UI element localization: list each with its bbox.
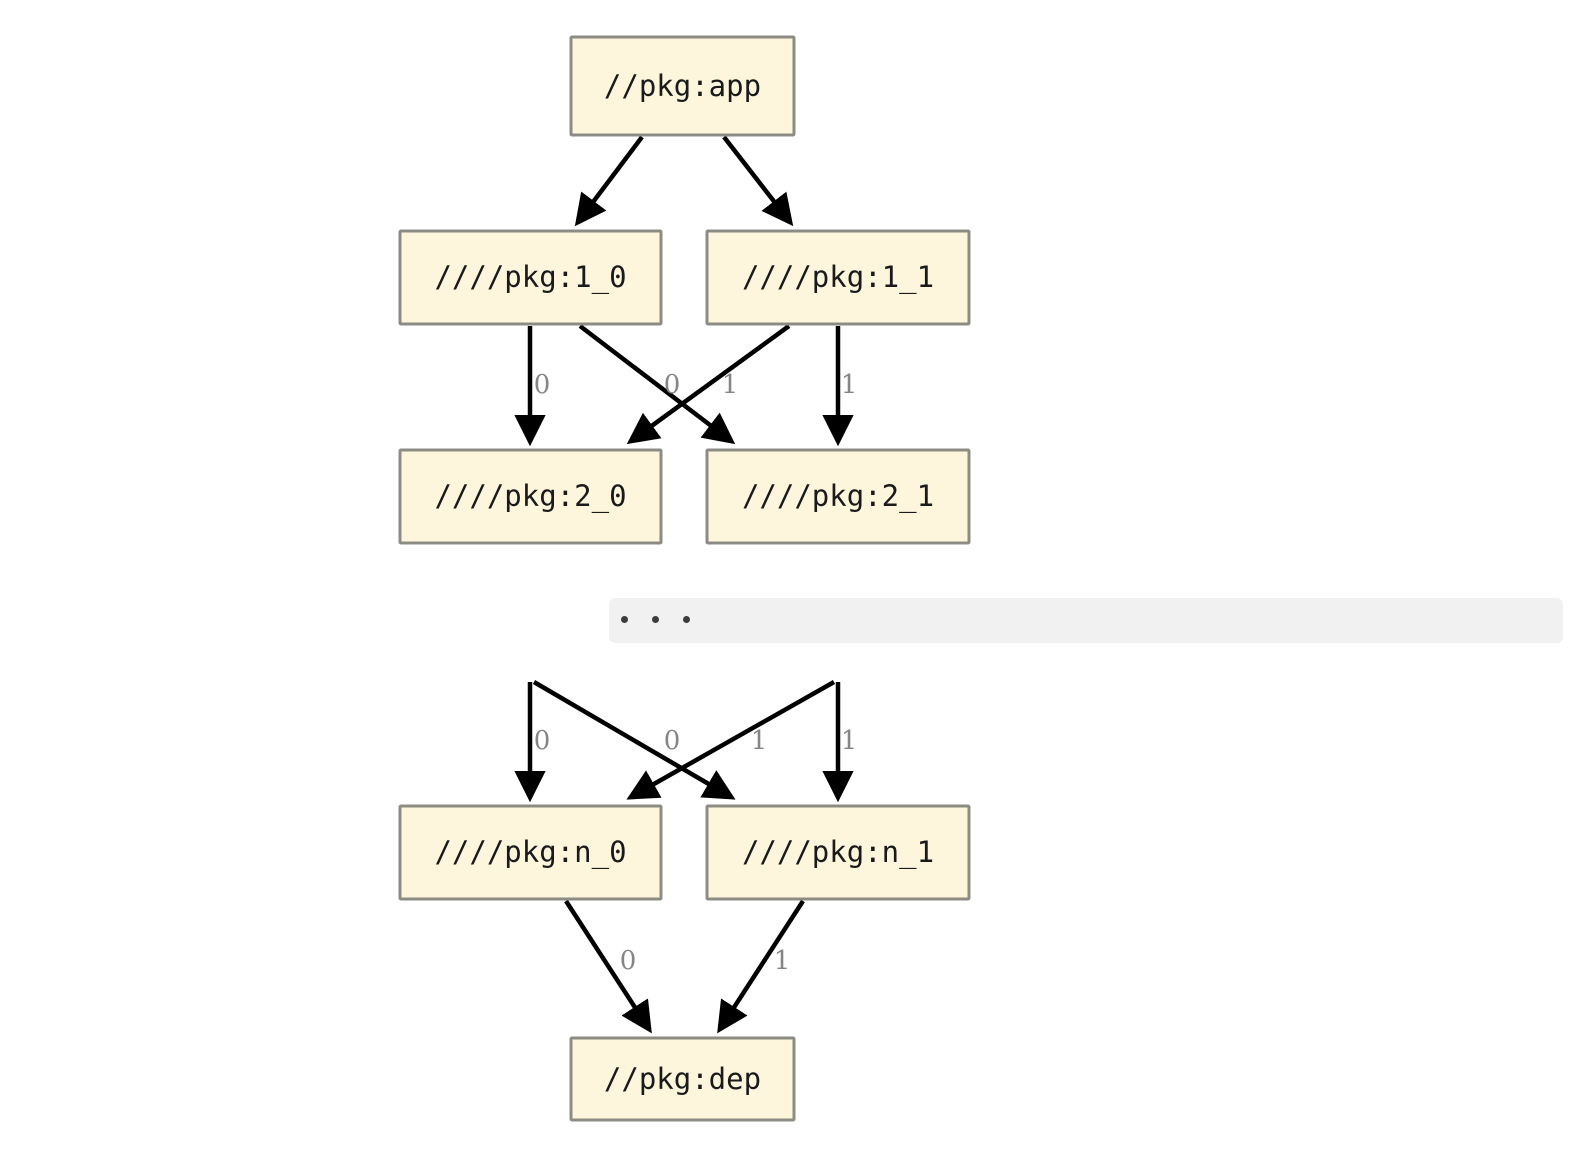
node-app[interactable]: //pkg:app xyxy=(569,35,796,137)
edge-label-1_1-2_1: 1 xyxy=(841,370,858,400)
ellipsis-dot-1 xyxy=(621,616,628,623)
ellipsis-dots xyxy=(621,616,690,623)
node-dep-label: //pkg:dep xyxy=(604,1062,761,1096)
node-n_1-box[interactable] xyxy=(705,804,971,901)
node-n_1[interactable]: ////pkg:n_1 xyxy=(705,804,971,901)
edge-label-hidden_1-n_1: 1 xyxy=(841,726,858,756)
edge-label-hidden_1-n_0: 1 xyxy=(751,726,768,756)
edge-app-to-1_1 xyxy=(722,135,794,227)
node-2_1[interactable]: ////pkg:2_1 xyxy=(705,448,971,545)
edge-label-1_1-2_0: 1 xyxy=(722,370,739,400)
node-n_0-label: ////pkg:n_0 xyxy=(434,835,626,870)
edge-group xyxy=(514,135,854,1034)
node-dep[interactable]: //pkg:dep xyxy=(569,1036,796,1122)
node-1_0-label: ////pkg:1_0 xyxy=(434,260,626,295)
node-1_0[interactable]: ////pkg:1_0 xyxy=(398,229,663,326)
node-1_1[interactable]: ////pkg:1_1 xyxy=(705,229,971,326)
node-app-label: //pkg:app xyxy=(604,69,761,103)
node-app-box[interactable] xyxy=(569,35,796,137)
node-2_0[interactable]: ////pkg:2_0 xyxy=(398,448,663,545)
edge-label-group: 0 0 1 1 0 0 1 1 0 1 xyxy=(534,370,858,976)
node-2_1-box[interactable] xyxy=(705,448,971,545)
node-2_0-label: ////pkg:2_0 xyxy=(434,479,626,514)
ellipsis-dot-2 xyxy=(652,616,659,623)
node-2_1-label: ////pkg:2_1 xyxy=(742,479,934,514)
edge-app-to-1_0 xyxy=(574,135,644,227)
edge-label-n_1-dep: 1 xyxy=(774,946,791,976)
edge-n_0-to-dep xyxy=(564,899,652,1034)
edge-1_0-to-2_1 xyxy=(578,324,736,445)
edge-label-n_0-dep: 0 xyxy=(620,946,637,976)
edge-label-1_0-2_1: 0 xyxy=(664,370,681,400)
node-group: //pkg:app ////pkg:1_0 ////pkg:1_1 ////pk… xyxy=(398,35,971,1122)
edge-n_1-to-dep xyxy=(717,899,805,1034)
edge-hidden_1-to-n_0 xyxy=(626,680,836,800)
edge-hidden_0-to-n_1 xyxy=(532,680,736,800)
edge-label-hidden_0-n_0: 0 xyxy=(534,726,551,756)
node-n_0[interactable]: ////pkg:n_0 xyxy=(398,804,663,901)
edge-1_1-to-2_0 xyxy=(626,324,791,445)
node-dep-box[interactable] xyxy=(569,1036,796,1122)
ellipsis-band xyxy=(609,598,1563,643)
edge-label-1_0-2_0: 0 xyxy=(534,370,551,400)
node-1_1-box[interactable] xyxy=(705,229,971,326)
node-1_1-label: ////pkg:1_1 xyxy=(742,260,934,295)
edge-label-hidden_0-n_1: 0 xyxy=(664,726,681,756)
node-n_1-label: ////pkg:n_1 xyxy=(742,835,934,870)
ellipsis-dot-3 xyxy=(683,616,690,623)
node-1_0-box[interactable] xyxy=(398,229,663,326)
node-2_0-box[interactable] xyxy=(398,448,663,545)
node-n_0-box[interactable] xyxy=(398,804,663,901)
